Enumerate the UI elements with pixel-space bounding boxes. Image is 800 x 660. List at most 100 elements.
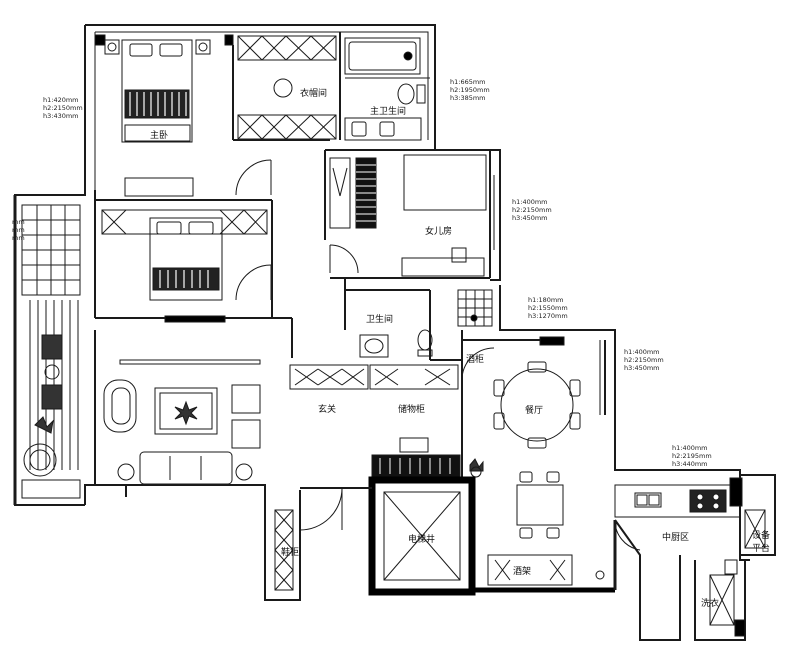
pillow — [156, 221, 182, 235]
daughter-room — [324, 149, 495, 279]
dimension-note-master-bedroom: h1:420mm h2:2150mm h3:430mm — [43, 96, 83, 120]
dimension-note-bathroom: h1:180mm h2:1550mm h3:1270mm — [528, 296, 568, 320]
master-bathroom — [344, 37, 430, 141]
entrance-cabinets — [289, 364, 459, 390]
lounge-chair — [41, 334, 63, 360]
outer-wall-platform — [740, 474, 776, 556]
label-laundry: 洗衣 — [701, 599, 720, 609]
label-bathroom: 卫生间 — [366, 315, 394, 325]
kitchen — [614, 477, 766, 551]
armchair — [103, 379, 137, 433]
outer-wall-kitchen — [614, 519, 681, 641]
wardrobe-bottom — [237, 114, 337, 140]
bedside-table — [195, 39, 211, 55]
dining-room — [461, 330, 606, 539]
balcony-grid — [22, 205, 80, 295]
plant-icon — [34, 416, 54, 434]
elevator-shaft — [368, 476, 476, 596]
chair — [546, 471, 560, 483]
label-storage-cabinet: 储物柜 — [398, 405, 426, 415]
door-swing — [235, 264, 272, 301]
outer-wall-right — [499, 285, 750, 561]
label-master-bathroom: 主卫生间 — [370, 107, 407, 117]
lamp-icon — [107, 42, 117, 52]
door-swing — [299, 487, 343, 531]
washer — [709, 574, 735, 626]
tv-console — [119, 359, 261, 365]
inner-wall-line — [95, 31, 429, 140]
bedside-table — [104, 39, 120, 55]
side-table — [235, 463, 253, 481]
sink — [379, 121, 395, 137]
breakfast-table — [516, 484, 564, 526]
ottoman — [273, 78, 293, 98]
bed-frame — [121, 39, 193, 143]
side-table — [117, 463, 135, 481]
chair — [546, 527, 560, 539]
balcony — [13, 195, 81, 505]
bathroom — [344, 289, 493, 360]
toilet-tank — [417, 349, 433, 357]
toilet — [397, 83, 415, 105]
second-bedroom — [94, 199, 292, 323]
wall-column — [539, 336, 565, 346]
chair — [451, 247, 467, 263]
sink — [351, 121, 367, 137]
label-dining-room: 餐厅 — [525, 406, 544, 416]
laundry — [709, 559, 746, 637]
flower-icon — [174, 400, 198, 426]
label-elevator-shaft: 电梯井 — [408, 535, 436, 545]
fridge — [744, 509, 766, 549]
wine-cabinet-row — [371, 437, 461, 478]
wardrobe — [329, 157, 351, 229]
side-table — [44, 364, 60, 380]
dining-chair — [527, 361, 547, 373]
label-shoe-cabinet: 鞋柜 — [281, 548, 300, 558]
pillow — [129, 43, 153, 57]
living-room — [94, 330, 265, 497]
pillow — [159, 43, 183, 57]
wine-cabinet — [371, 454, 461, 478]
sofa — [139, 451, 233, 485]
shaft-wall — [368, 476, 476, 596]
label-entrance: 玄关 — [318, 405, 337, 415]
wine-rack — [487, 554, 573, 586]
label-middle-kitchen: 中厨区 — [662, 533, 690, 543]
entry — [274, 487, 372, 591]
dining-chair — [493, 412, 505, 430]
wardrobe — [101, 209, 268, 235]
dimension-note-kitchen: h1:400mm h2:2195mm h3:440mm — [672, 444, 712, 468]
label-equipment-platform: 设备 — [752, 531, 771, 541]
label-master-bedroom: 主卧 — [150, 131, 169, 141]
tv-cabinet — [124, 177, 194, 197]
door-swing — [235, 159, 272, 196]
dining-chair — [527, 437, 547, 449]
bedroom-rug — [124, 124, 191, 142]
sink — [359, 334, 389, 358]
outer-wall-bottom — [84, 484, 301, 601]
door-swing — [614, 519, 641, 551]
label-wine-rack: 酒架 — [513, 567, 532, 577]
door-swing — [329, 244, 359, 274]
dining-chair — [493, 379, 505, 397]
storage-cabinet — [369, 364, 459, 390]
dimension-note-daughter-room: h1:400mm h2:2150mm h3:450mm — [512, 198, 552, 222]
bed-runner — [124, 89, 190, 119]
dimension-note-master-bathroom: h1:665mm h2:1950mm h3:385mm — [450, 78, 490, 102]
bathtub — [344, 37, 421, 75]
bed-runner — [152, 267, 220, 291]
side-chair — [231, 419, 261, 449]
wardrobe-top — [237, 35, 337, 61]
side-chair — [231, 384, 261, 414]
outer-wall-top — [85, 24, 501, 281]
dining-chair — [569, 412, 581, 430]
label-wine-cabinet: 酒柜 — [466, 355, 485, 365]
coffee-table — [154, 387, 218, 435]
bed-frame — [149, 217, 223, 301]
dining-table — [500, 368, 574, 442]
wall-column — [224, 34, 234, 46]
drain-icon — [470, 314, 478, 322]
dimension-note-dining-room: h1:400mm h2:2150mm h3:450mm — [624, 348, 664, 372]
drain-icon — [403, 51, 413, 61]
